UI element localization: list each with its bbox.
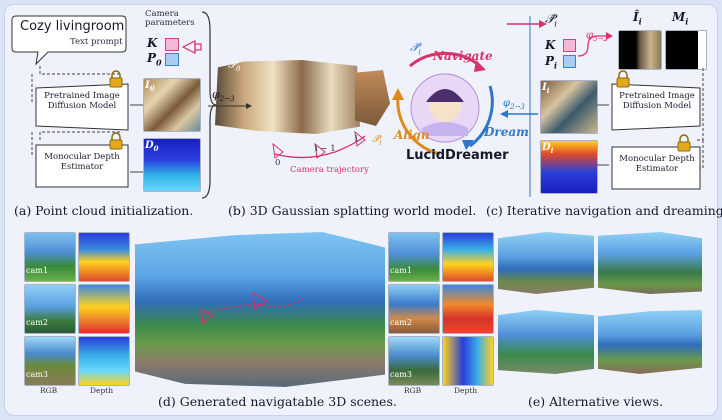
- rgb-thumb-e2: [388, 284, 440, 334]
- p-hat-small-label: 𝒫̂i: [372, 134, 382, 147]
- cam-i-minus-label: i − 1: [315, 144, 336, 154]
- diffusion-model-a: [35, 83, 129, 131]
- navigate-arrow: [507, 20, 547, 28]
- lock-icon: [677, 134, 691, 152]
- depth-label-a: Monocular Depth Estimator: [44, 152, 120, 172]
- p0-pointcloud-label: 𝒫0: [228, 58, 241, 74]
- cam-label-d3: cam3: [26, 370, 48, 379]
- rgb-thumb-d3: [24, 336, 76, 386]
- alt-view-2: [598, 232, 702, 294]
- living-room-image-a: [143, 78, 201, 132]
- cam-label-d2: cam2: [26, 318, 48, 327]
- caption-c: (c) Iterative navigation and dreaming.: [486, 203, 722, 218]
- depth-thumb-d3: [78, 336, 130, 386]
- panel-c-connectors: [597, 68, 704, 169]
- alt-view-1: [498, 232, 594, 294]
- p-hat-label: 𝒫̂i: [545, 12, 557, 29]
- depth-map-c: [540, 140, 598, 194]
- prompt-text: Cozy livingroom: [20, 19, 125, 34]
- depth-thumb-d2: [78, 284, 130, 334]
- caption-e: (e) Alternative views.: [528, 394, 664, 409]
- navigate-label: Navigate: [433, 49, 493, 63]
- masked-image: [618, 30, 662, 70]
- rgb-thumb-e1: [388, 232, 440, 282]
- dream-label: Dream: [484, 125, 529, 139]
- rgb-thumb-d2: [24, 284, 76, 334]
- living-room-image-c: [540, 80, 598, 134]
- cam-label-e1: cam1: [390, 266, 412, 275]
- dream-arrow: [500, 110, 538, 118]
- k-matrix-swatch: [165, 38, 179, 51]
- depth-thumb-e1: [442, 232, 494, 282]
- prompt-bubble: [11, 15, 127, 66]
- rgb-col-label-e: RGB: [404, 386, 422, 395]
- dream-side-line: [529, 16, 531, 197]
- diffusion-label-a: Pretrained Image Diffusion Model: [44, 91, 120, 111]
- camera-trajectory: [272, 130, 366, 159]
- phi-top-label: φ3→2: [586, 30, 608, 43]
- depth-map-a: [143, 138, 201, 192]
- alt-view-3: [498, 310, 594, 374]
- k-symbol-c: K: [545, 38, 556, 52]
- cam-i-label: i: [355, 134, 358, 144]
- diffusion-model-c: [611, 83, 701, 131]
- camera-icon: [181, 40, 202, 54]
- cam-label-d1: cam1: [26, 266, 48, 275]
- depth-col-label-d: Depth: [90, 386, 114, 395]
- lock-icon: [109, 70, 123, 88]
- depth-label-c: Monocular Depth Estimator: [619, 154, 695, 174]
- di-label: Di: [542, 142, 554, 155]
- pointcloud-room: [215, 60, 360, 134]
- caption-a: (a) Point cloud initialization.: [14, 203, 194, 218]
- caption-d: (d) Generated navigatable 3D scenes.: [158, 394, 397, 409]
- k-matrix-swatch-c: [563, 39, 576, 52]
- rgb-thumb-e3: [388, 336, 440, 386]
- phi-bracket: [577, 32, 613, 57]
- depth-thumb-e3: [442, 336, 494, 386]
- lucid-cycle: [392, 52, 494, 156]
- cam-label-e3: cam3: [390, 370, 412, 379]
- pi-symbol-c: Pi: [545, 54, 558, 71]
- depth-model-a: [35, 144, 129, 188]
- prompt-sub: Text prompt: [70, 37, 123, 47]
- lock-icon: [616, 70, 630, 88]
- d0-label: D0: [145, 140, 159, 153]
- rgb-col-label-d: RGB: [40, 386, 58, 395]
- p0-symbol: P0: [147, 51, 162, 68]
- cam-zero-label: 0: [275, 158, 281, 168]
- p-matrix-swatch-c: [563, 55, 576, 68]
- i-hat-label: Îi: [633, 10, 642, 27]
- p-matrix-swatch: [165, 53, 179, 66]
- ii-label: Ii: [542, 82, 550, 95]
- phi-mid-label: φ2→3: [503, 98, 525, 111]
- scene-camera-path: [198, 291, 306, 325]
- depth-thumb-e2: [442, 284, 494, 334]
- generated-3d-scene: [135, 232, 385, 387]
- i0-label: I0: [145, 80, 155, 93]
- brace: [201, 11, 216, 199]
- camera-params-label: Camera parameters: [145, 9, 195, 29]
- rgb-thumb-d1: [24, 232, 76, 282]
- phi-arrow-b: [208, 103, 252, 109]
- cam-label-e2: cam2: [390, 318, 412, 327]
- lucid-title: LucidDreamer: [406, 148, 509, 163]
- alt-view-4: [598, 310, 702, 374]
- depth-model-c: [611, 146, 701, 190]
- diffusion-label-c: Pretrained Image Diffusion Model: [619, 91, 695, 111]
- lock-icon: [109, 132, 123, 150]
- trajectory-label: Camera trajectory: [290, 165, 369, 175]
- m-label: Mi: [672, 10, 689, 27]
- depth-col-label-e: Depth: [454, 386, 478, 395]
- k-symbol: K: [147, 36, 158, 50]
- phi-label-b: φ2→3: [212, 88, 235, 104]
- align-label: Align: [394, 128, 430, 142]
- depth-thumb-d1: [78, 232, 130, 282]
- p-tilde-label: 𝒫̃i: [410, 40, 421, 57]
- mask-image: [665, 30, 707, 70]
- caption-b: (b) 3D Gaussian splatting world model.: [228, 203, 477, 218]
